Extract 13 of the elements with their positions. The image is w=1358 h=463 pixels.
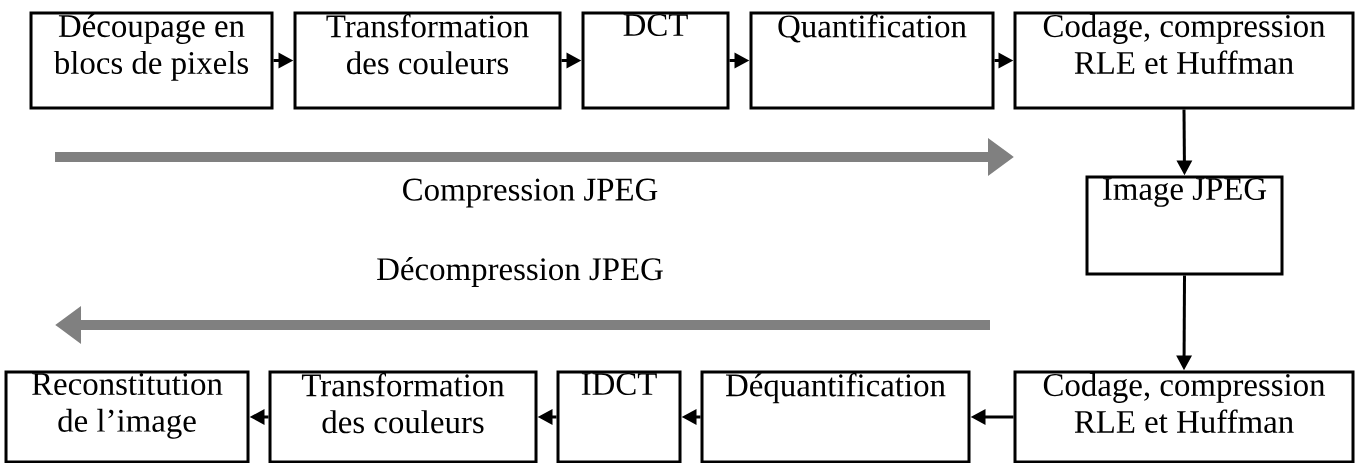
process-box: Transformation des couleurs bbox=[268, 370, 538, 463]
process-box: Découpage en blocs de pixels bbox=[29, 11, 274, 110]
process-box: Codage, compression RLE et Huffman bbox=[1013, 11, 1355, 110]
process-box: Déquantification bbox=[700, 370, 971, 463]
process-box: Quantification bbox=[749, 11, 995, 110]
process-box: IDCT bbox=[556, 370, 682, 463]
direction-label: Compression JPEG bbox=[403, 178, 658, 208]
direction-label: Décompression JPEG bbox=[377, 257, 663, 287]
process-box: Reconstitution de l’image bbox=[4, 370, 250, 463]
process-box: Codage, compression RLE et Huffman bbox=[1013, 370, 1355, 463]
process-box: DCT bbox=[581, 11, 730, 110]
process-box: Image JPEG bbox=[1085, 175, 1284, 276]
process-box: Transformation des couleurs bbox=[293, 11, 562, 110]
